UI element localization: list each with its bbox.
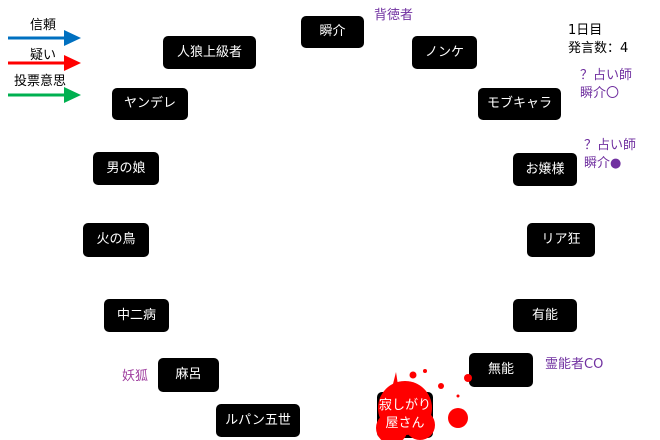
node-sabishigari-line1: 寂しがり bbox=[378, 398, 431, 414]
legend-vote: 投票意思 bbox=[14, 74, 67, 89]
node-mob[interactable]: モブキャラ bbox=[478, 88, 561, 120]
doubt-arrow bbox=[8, 55, 81, 71]
node-nonke[interactable]: ノンケ bbox=[412, 36, 477, 69]
label-medium: 霊能者CO bbox=[545, 357, 604, 372]
legend-trust: 信頼 bbox=[30, 18, 57, 33]
trust-arrow bbox=[8, 30, 81, 46]
node-sabishigari-line2: 屋さん bbox=[385, 416, 425, 431]
node-hinotori[interactable]: 火の鳥 bbox=[83, 223, 149, 257]
node-ojousama[interactable]: お嬢様 bbox=[513, 153, 577, 186]
label-seer1-role: ？占い師 bbox=[580, 68, 633, 83]
node-yandere[interactable]: ヤンデレ bbox=[112, 88, 188, 120]
label-seer2-result: 瞬介● bbox=[584, 155, 622, 171]
node-jinro[interactable]: 人狼上級者 bbox=[163, 36, 256, 69]
node-yuno[interactable]: 有能 bbox=[513, 299, 577, 332]
label-yoko: 妖狐 bbox=[122, 369, 149, 384]
node-riakyo[interactable]: リア狂 bbox=[527, 223, 595, 257]
legend-doubt: 疑い bbox=[30, 48, 57, 63]
speech-count: 発言数：4 bbox=[568, 41, 629, 57]
node-lupin[interactable]: ルパン五世 bbox=[216, 404, 300, 437]
day-label: 1日目 bbox=[568, 23, 603, 38]
node-maro[interactable]: 麻呂 bbox=[158, 358, 219, 392]
label-seer1-result: 瞬介〇 bbox=[580, 85, 620, 101]
node-sabishigari[interactable]: 寂しがり屋さん bbox=[377, 392, 433, 438]
node-chuni[interactable]: 中二病 bbox=[104, 299, 169, 332]
day-info: 1日目 発言数：4 bbox=[568, 22, 628, 58]
node-muno[interactable]: 無能 bbox=[469, 353, 533, 387]
label-seer2-role: ？占い師 bbox=[584, 138, 637, 153]
label-seer1: ？占い師瞬介〇 bbox=[580, 67, 632, 102]
vote-arrow bbox=[8, 87, 81, 103]
label-seer2: ？占い師瞬介● bbox=[584, 137, 636, 172]
node-otokonoko[interactable]: 男の娘 bbox=[93, 152, 159, 185]
node-shunsuke[interactable]: 瞬介 bbox=[301, 16, 364, 48]
label-haitoku: 背徳者 bbox=[374, 8, 414, 23]
